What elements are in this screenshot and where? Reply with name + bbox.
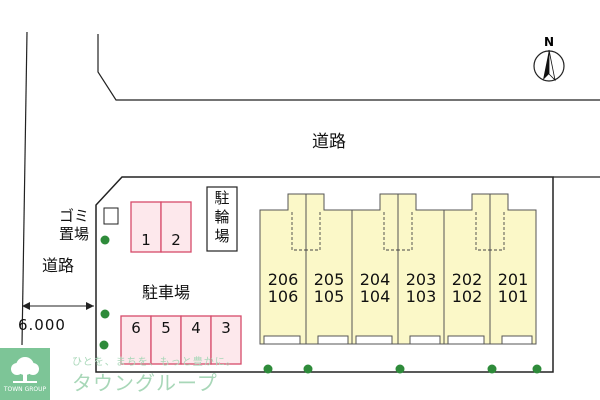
unit-number-lower: 101: [497, 287, 529, 306]
bicycle-parking-label: 駐 輪 場: [209, 189, 235, 246]
road-edge-top: [97, 34, 600, 101]
tree: [532, 364, 542, 374]
compass-icon: N: [533, 35, 565, 82]
tree: [99, 340, 109, 350]
trees: [99, 235, 542, 374]
tree: [303, 364, 313, 374]
parking-title: 駐車場: [142, 283, 191, 302]
unit-number-upper: 206: [267, 270, 299, 289]
parking-slot-3: [210, 315, 242, 365]
brand-slogan: ひとを、まちを、もっと豊かに。: [72, 357, 237, 368]
tree: [395, 364, 405, 374]
unit-202-102: [443, 193, 491, 345]
unit-204-104: [351, 193, 399, 345]
parking-slot-number: 1: [141, 231, 151, 249]
bicycle-parking-box: [206, 186, 238, 252]
unit-number-lower: 105: [313, 287, 345, 306]
building: [259, 193, 537, 345]
tree: [487, 364, 497, 374]
unit-number-upper: 205: [313, 270, 345, 289]
unit-number-upper: 203: [405, 270, 437, 289]
road-edge-left: [21, 31, 28, 346]
unit-201-101: [489, 193, 537, 345]
parking-slot-4: [180, 315, 212, 365]
parking-slot-2: [160, 201, 192, 253]
tree-logo-icon: [11, 357, 39, 383]
parking-slot-5: [150, 315, 182, 365]
brand-name: タウングループ: [72, 371, 218, 395]
parking-slot-number: 6: [131, 319, 141, 337]
parking-slot-number: 3: [221, 319, 231, 337]
balconies: [263, 335, 533, 345]
unit-number-upper: 204: [359, 270, 391, 289]
road-label-top: 道路: [312, 132, 346, 152]
unit-205-105: [305, 193, 353, 345]
unit-number-lower: 104: [359, 287, 391, 306]
unit-203-103: [397, 193, 445, 345]
unit-number-upper: 201: [497, 270, 529, 289]
unit-number-lower: 102: [451, 287, 483, 306]
garbage-label-line1: ゴミ: [58, 207, 89, 225]
garbage-label-line2: 置場: [58, 225, 89, 243]
unit-number-lower: 106: [267, 287, 299, 306]
tree: [100, 309, 110, 319]
unit-dashed-lines: [291, 212, 505, 251]
parking-slot-number: 5: [161, 319, 171, 337]
brand-caption: TOWN GROUP: [3, 386, 47, 393]
parking-upper-block: [130, 201, 192, 253]
unit-206-106: [259, 193, 307, 345]
compass-label: N: [544, 35, 554, 49]
parking-slot-number: 4: [191, 319, 201, 337]
tree: [263, 364, 273, 374]
parking-slot-number: 2: [171, 231, 181, 249]
garbage-box: [103, 207, 119, 225]
parking-lower-block: [120, 315, 242, 365]
bicycle-char-1: 駐: [214, 189, 230, 207]
bicycle-char-3: 場: [214, 227, 230, 245]
road-label-left: 道路: [42, 256, 75, 275]
company-logo: [0, 348, 50, 400]
bicycle-char-2: 輪: [214, 208, 230, 226]
road-width-dimension: [22, 302, 94, 310]
unit-number-lower: 103: [405, 287, 437, 306]
tree: [100, 235, 110, 245]
unit-number-upper: 202: [451, 270, 483, 289]
road-width-value: 6.000: [18, 316, 66, 334]
garbage-label: ゴミ 置場: [46, 207, 102, 243]
